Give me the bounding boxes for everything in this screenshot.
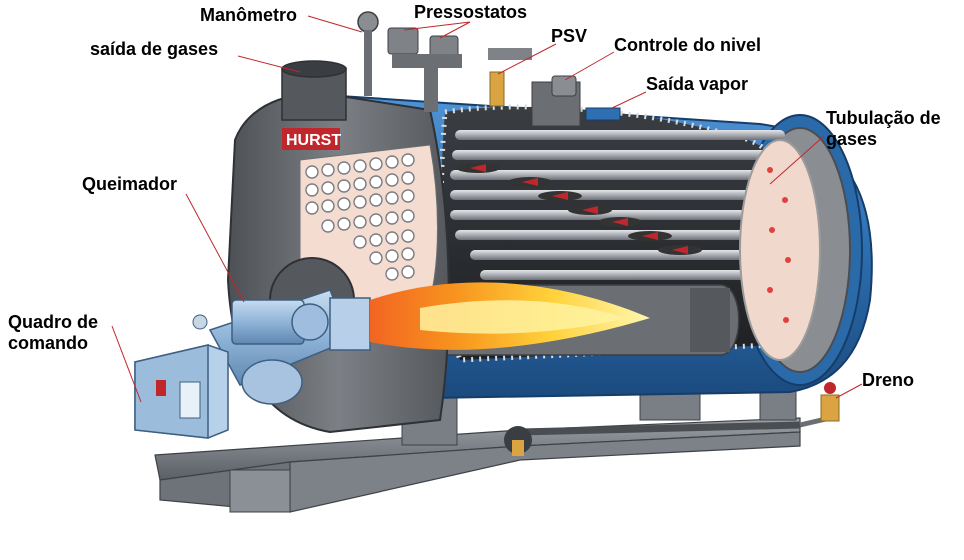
label-manometro: Manômetro	[200, 5, 298, 25]
label-pressostatos: Pressostatos	[414, 2, 528, 22]
top-fittings	[357, 11, 621, 127]
safety-valve-icon	[489, 71, 505, 107]
label-controle-nivel: Controle do nivel	[614, 35, 762, 55]
fire-tubes	[450, 130, 788, 280]
label-queimador: Queimador	[82, 174, 178, 194]
burner-assembly	[192, 289, 371, 405]
level-control-icon	[551, 75, 577, 97]
control-panel	[134, 344, 229, 439]
label-dreno: Dreno	[862, 370, 915, 390]
drain-line	[504, 382, 840, 456]
tube-sheet	[299, 144, 438, 301]
label-saida-vapor: Saída vapor	[646, 74, 749, 94]
flue-outlet	[281, 60, 347, 121]
leader-lines	[111, 15, 863, 403]
brand-text: HURST	[286, 132, 341, 149]
flame	[370, 282, 650, 350]
label-tubulacao-gases: Tubulação de gases	[826, 108, 941, 149]
pressure-gauge-icon	[357, 11, 379, 33]
drain-valve-icon	[820, 394, 840, 422]
flow-arrows	[456, 163, 702, 255]
label-quadro-comando: Quadro de comando	[8, 312, 99, 353]
label-saida-gases: saída de gases	[90, 39, 219, 59]
label-psv: PSV	[551, 26, 588, 46]
steam-outlet-nozzle	[585, 107, 621, 121]
